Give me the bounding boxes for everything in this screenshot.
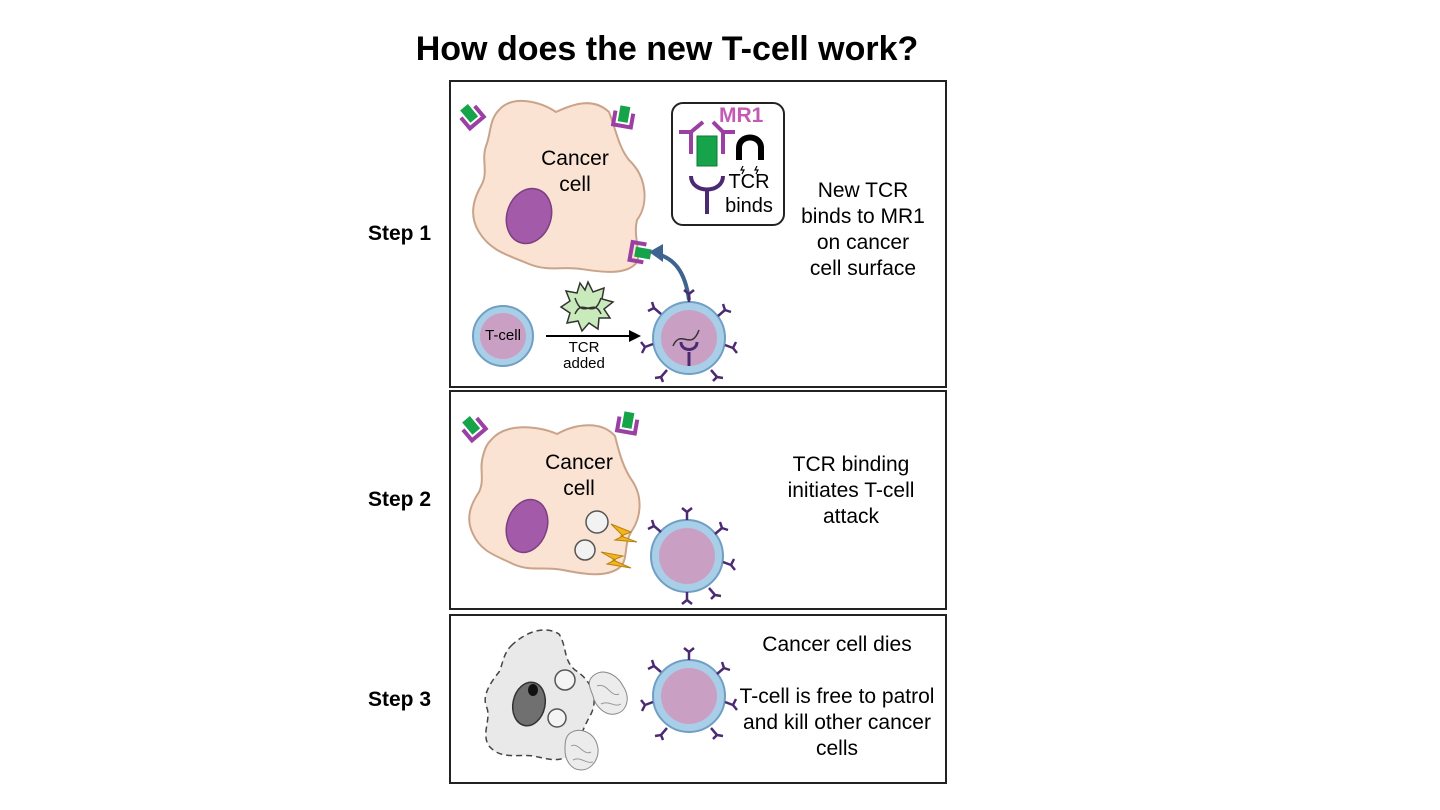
cell-debris-icon <box>564 729 599 771</box>
tcr-added-label: TCR added <box>563 339 605 372</box>
cell-debris-icon <box>588 671 628 715</box>
cytotoxic-cloud-icon <box>547 708 567 728</box>
mr1-label: MR1 <box>719 104 764 127</box>
lightning-bolt-icon <box>610 523 638 543</box>
mr1-receptor-icon <box>610 105 636 130</box>
cancer-cell-label: Cancer cell <box>545 451 613 500</box>
tcr-icon <box>689 175 725 214</box>
binding-arrow-head <box>649 244 663 262</box>
mr1-icon <box>679 120 735 154</box>
step-3-label: Step 3 <box>368 688 432 711</box>
step-1-description: New TCR binds to MR1 on cancer cell surf… <box>801 179 925 280</box>
nucleus <box>505 498 549 554</box>
legend-graphics <box>679 120 764 214</box>
nucleus <box>505 187 553 245</box>
step-3-illustration <box>484 629 738 771</box>
cytotoxic-cloud-icon <box>574 539 596 561</box>
step-2-description: TCR binding initiates T-cell attack <box>787 453 915 528</box>
step-1-label: Step 1 <box>368 222 432 245</box>
legend-box: MR1 TCR binds <box>671 102 785 226</box>
step-3-description-patrol: T-cell is free to patrol and kill other … <box>739 685 935 760</box>
tcr-receptors <box>640 289 738 383</box>
mr1-receptor-icon <box>461 416 489 444</box>
tcr-icon <box>679 341 699 366</box>
step-1-panel: Cancer cell MR1 TCR binds T-cell TCR add… <box>449 80 947 388</box>
step-2-panel: Cancer cell TCR binding initiates T-cell… <box>449 390 947 610</box>
step-2-label: Step 2 <box>368 488 432 511</box>
page-title: How does the new T-cell work? <box>415 30 919 68</box>
step-3-description-dies: Cancer cell dies <box>762 633 912 656</box>
cytotoxic-cloud-icon <box>554 669 576 691</box>
tcr-binds-label: TCR binds <box>725 171 773 217</box>
mr1-receptor-icon <box>459 104 487 132</box>
tcr-receptors <box>647 507 736 605</box>
mr1-receptor-icon <box>627 239 652 265</box>
lightning-bolt-icon <box>600 551 632 569</box>
mr1-receptor-icon <box>614 411 640 436</box>
magnet-icon <box>736 134 764 160</box>
tcr-receptors <box>640 647 738 741</box>
gene-starburst-icon <box>559 280 615 333</box>
tcell-label: T-cell <box>485 327 521 344</box>
cytotoxic-cloud-icon <box>585 510 609 534</box>
step-3-panel: Cancer cell dies T-cell is free to patro… <box>449 614 947 784</box>
step-2-illustration <box>461 411 736 605</box>
step-1-illustration <box>459 99 738 383</box>
cancer-cell-label: Cancer cell <box>541 147 609 196</box>
